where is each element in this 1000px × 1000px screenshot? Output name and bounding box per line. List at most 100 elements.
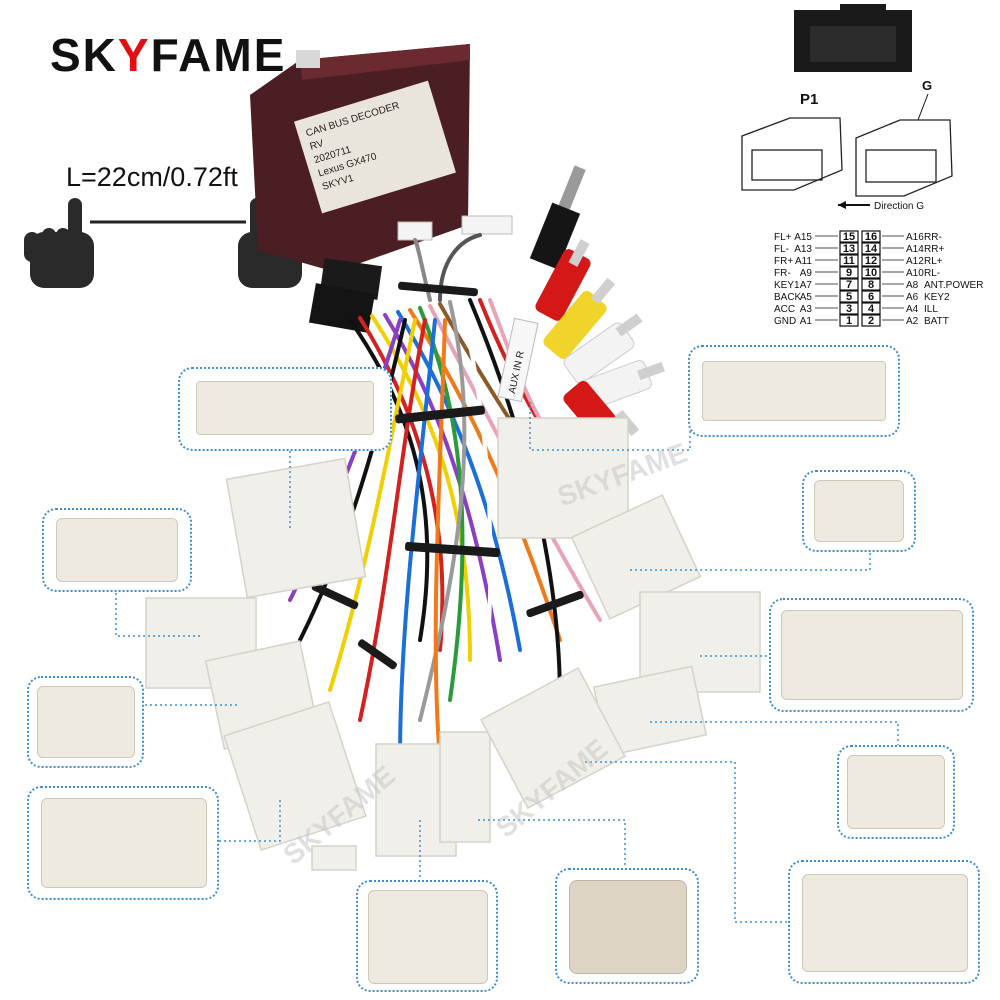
left-hand-icon [24,198,94,288]
p1-label: P1 [800,91,818,108]
pin-right-number: 16 [865,231,877,243]
pin-right-number: 4 [868,303,875,315]
pin-right-name: RL+ [924,256,943,267]
pin-left-name: ACC [774,304,795,315]
inset-connector-k [555,868,699,984]
pin-right-name: RR- [924,232,942,243]
cable-length-label: L=22cm/0.72ft [66,162,238,192]
pin-right-number: 6 [868,291,874,303]
brand-logo: SKYFAME [50,29,287,81]
connector-diagram: P1 G Direction G [741,4,953,212]
pin-left-number: 7 [846,279,852,291]
antenna-plug [529,165,586,270]
pin-right-name: ANT.POWER [924,280,983,291]
pin-left-box [839,314,859,327]
pin-left-name: FL+ [774,232,792,243]
pin-left-box [839,290,859,303]
pin-right-box [861,230,881,243]
rca-plug-yellow [543,277,616,360]
pin-right-code: A2 [906,316,919,327]
pin-left-code: A1 [800,316,813,327]
connector-8 [223,700,367,852]
pin-right-name: RR+ [924,244,944,255]
inset-connector-a [178,367,392,451]
pin-left-code: A15 [794,232,812,243]
pin-left-box [839,230,859,243]
pin-left-box [839,254,859,267]
pin-left-number: 13 [843,243,855,255]
pin-left-box [839,278,859,291]
pin-left-code: A11 [795,256,812,267]
pin-right-box [861,266,881,279]
pin-left-code: A7 [800,280,813,291]
inset-connector-f [27,676,144,768]
pin-left-number: 15 [843,231,855,243]
decoder-label-line2: RV [309,138,326,153]
rca-plug-red-1 [535,239,591,321]
pin-right-box [861,314,881,327]
g-label: G [922,78,932,93]
pin-right-code: A14 [906,244,924,255]
pin-left-name: GND [774,316,796,327]
pin-left-number: 5 [846,291,852,303]
cable-ties [311,281,584,670]
pin-left-number: 11 [843,255,855,267]
pin-left-number: 3 [846,303,852,315]
pin-left-box [839,266,859,279]
pin-right-name: ILL [924,304,938,315]
pin-right-code: A12 [906,256,924,267]
pin-right-box [861,242,881,255]
pin-left-code: A5 [800,292,813,303]
direction-label: Direction G [874,201,924,212]
pin-right-code: A6 [906,292,919,303]
connector-12 [311,845,357,871]
pin-right-number: 8 [868,279,874,291]
pin-left-box [839,302,859,315]
inset-connector-c [42,508,192,592]
pin-left-name: FR- [774,268,791,279]
pin-left-number: 9 [846,267,852,279]
inset-connector-b [688,345,900,437]
pin-left-code: A13 [794,244,812,255]
pin-right-name: BATT [924,316,949,327]
pin-right-code: A10 [906,268,924,279]
can-bus-decoder-box: CAN BUS DECODER RV 2020711 Lexus GX470 S… [250,44,513,272]
pin-left-code: A9 [800,268,813,279]
pin-right-number: 10 [865,267,877,279]
pin-right-box [861,254,881,267]
pin-left-name: KEY1 [774,280,800,291]
pin-right-code: A16 [906,232,924,243]
pin-left-number: 1 [846,315,852,327]
pin-right-box [861,278,881,291]
connector-1 [225,457,367,599]
pin-left-code: A3 [800,304,813,315]
inset-connector-i [788,860,980,984]
pin-right-code: A4 [906,304,919,315]
pin-right-number: 2 [868,315,874,327]
rca-plug-white-1 [563,313,643,384]
pin-right-box [861,302,881,315]
pin-right-name: RL- [924,268,940,279]
inset-connector-h [27,786,219,900]
inset-connector-j [356,880,498,992]
inset-connector-d [802,470,916,552]
pin-right-name: KEY2 [924,292,950,303]
pin-right-box [861,290,881,303]
pin-left-name: FR+ [774,256,793,267]
aux-in-tag: AUX IN R [497,317,539,403]
pin-left-name: BACK [774,292,802,303]
leader-lines [115,400,899,923]
pin-right-code: A8 [906,280,919,291]
connector-10 [439,731,491,843]
pin-left-name: FL- [774,244,789,255]
pin-right-number: 12 [865,255,877,267]
inset-connector-e [769,598,974,712]
pin-left-box [839,242,859,255]
connector-2 [497,417,629,539]
inset-connector-g [837,745,955,839]
black-main-connector [308,258,383,333]
pin-right-number: 14 [865,243,878,255]
